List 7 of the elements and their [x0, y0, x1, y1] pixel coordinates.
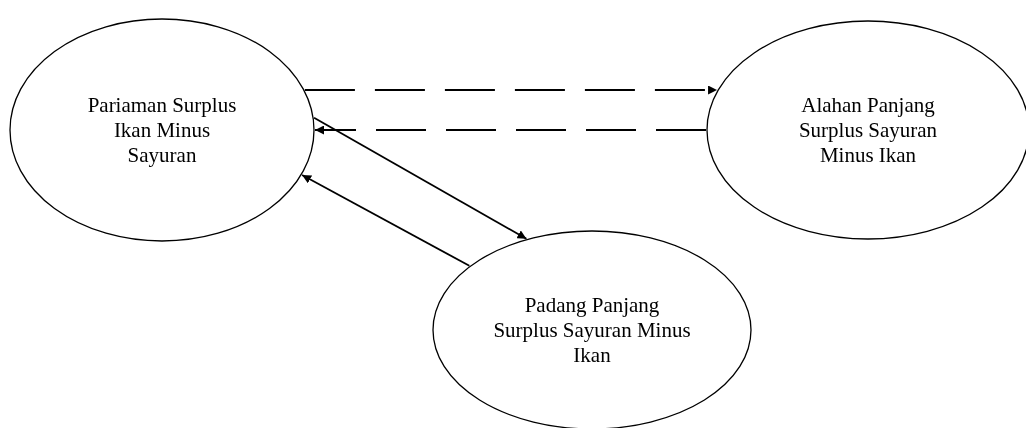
region-label: Pariaman Surplus Ikan Minus Sayuran	[87, 92, 237, 168]
arrow	[301, 174, 471, 267]
arrow	[304, 85, 718, 95]
arrow	[314, 125, 707, 135]
region-label: Alahan Panjang Surplus Sayuran Minus Ikan	[797, 92, 939, 168]
arrow	[313, 116, 528, 240]
region-label: Padang Panjang Surplus Sayuran Minus Ikan	[492, 292, 692, 368]
